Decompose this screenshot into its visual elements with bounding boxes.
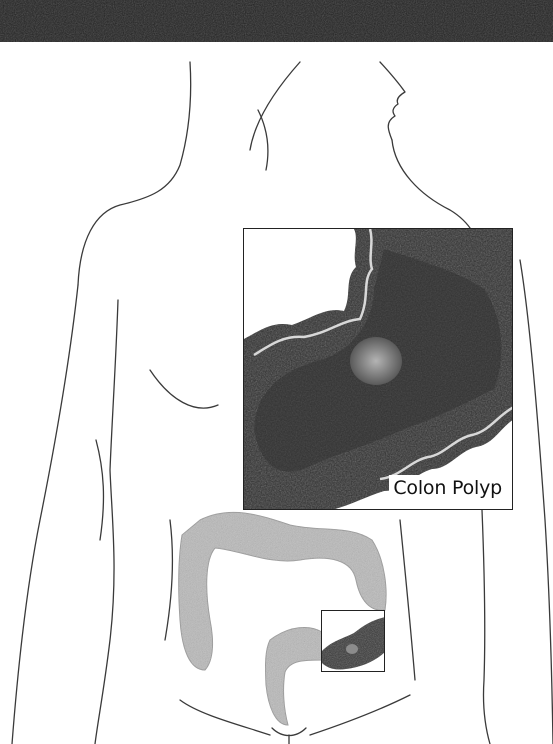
- locator-box: [321, 610, 385, 672]
- locator-box-icon: [322, 611, 385, 672]
- magnified-colon-icon: [244, 229, 513, 510]
- polyp-icon: [350, 337, 402, 385]
- magnified-inset: Colon Polyp: [243, 228, 513, 510]
- inset-label: Colon Polyp: [389, 475, 506, 501]
